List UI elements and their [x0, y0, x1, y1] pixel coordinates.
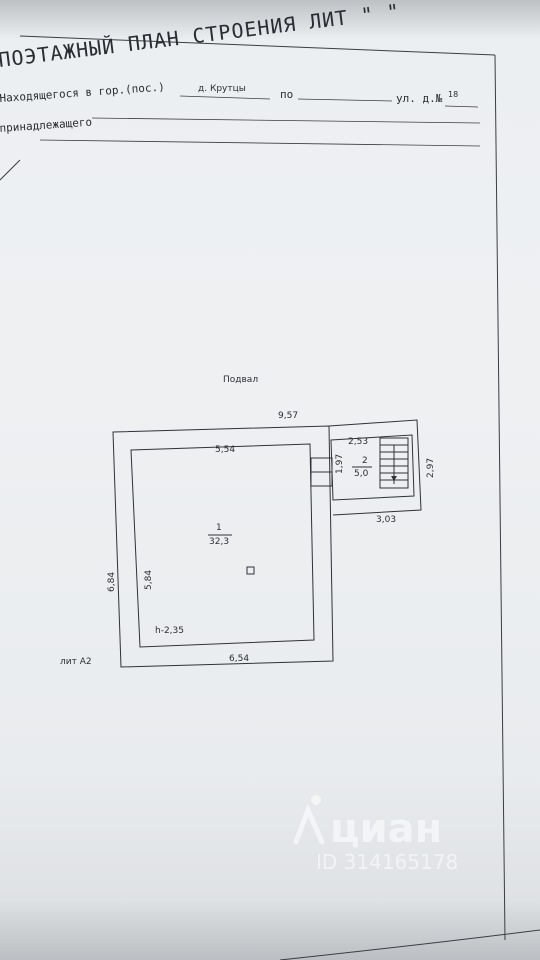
room-1-outer-wall — [112, 425, 334, 668]
street-label: ул. д.№ — [396, 92, 443, 105]
dim-overall-width: 9,57 — [278, 411, 299, 421]
dim-bottom-width: 6,54 — [229, 654, 250, 664]
annex-outer-wall — [328, 419, 422, 516]
dim-room2-width: 2,53 — [348, 437, 369, 447]
room-2-number: 2 — [362, 456, 368, 466]
column-marker — [246, 566, 255, 575]
room-2-area: 5,0 — [354, 469, 369, 479]
room-1-inner-wall — [130, 443, 315, 648]
ceiling-height: h-2,35 — [155, 626, 184, 636]
settlement-value: д. Крутцы — [198, 84, 246, 94]
staircase — [379, 437, 409, 489]
by-label: по — [280, 88, 294, 101]
bottom-shadow — [0, 900, 540, 960]
dim-room1-width: 5,54 — [215, 445, 236, 455]
top-shadow — [0, 0, 540, 40]
lit-label: лит А2 — [60, 657, 92, 667]
house-number: 18 — [448, 90, 459, 99]
watermark-listing-id: ID 314165178 — [316, 850, 459, 874]
room-1-number: 1 — [216, 523, 222, 533]
watermark-brand: циан — [330, 806, 443, 852]
room-1-area: 32,3 — [209, 537, 230, 547]
level-label: Подвал — [223, 375, 259, 385]
dim-annex-width: 3,03 — [376, 515, 397, 525]
